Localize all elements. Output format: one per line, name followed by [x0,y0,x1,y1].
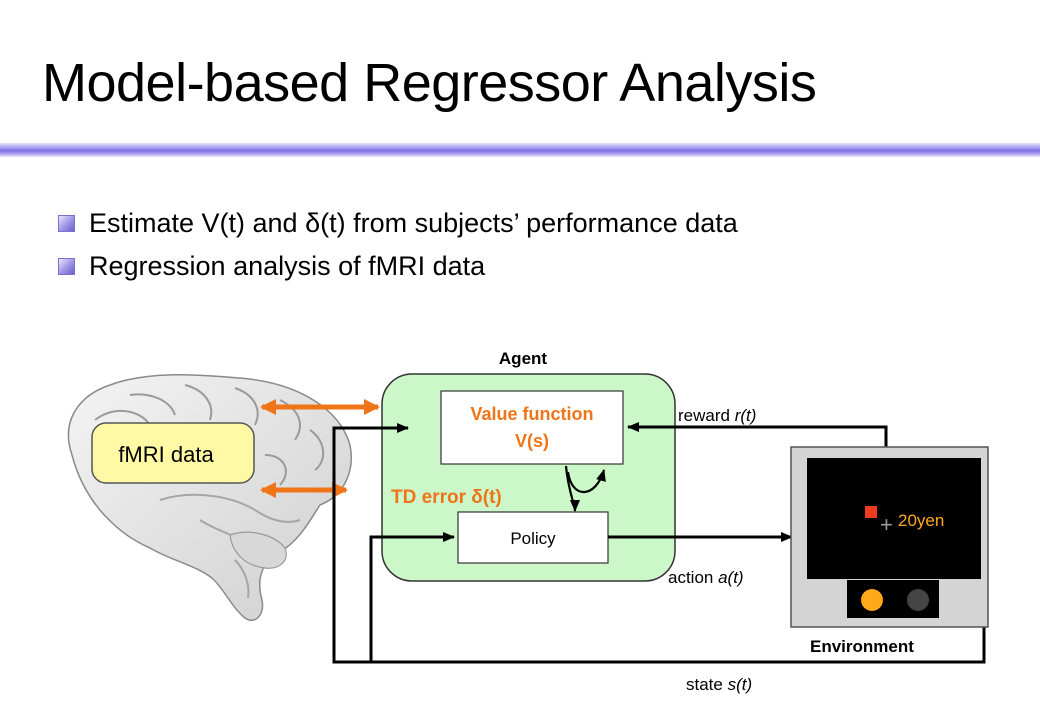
state-label: state s(t) [686,675,752,694]
reward-label: reward r(t) [678,406,756,425]
title-divider [0,143,1040,157]
value-to-policy-arrow [564,465,580,512]
screen-fixation-cross: + [880,512,893,537]
screen-red-square [865,506,877,518]
action-label: action a(t) [668,568,744,587]
screen-reward-text: 20yen [898,511,944,530]
bullet-text: Estimate V(t) and δ(t) from subjects’ pe… [89,207,738,238]
page-title: Model-based Regressor Analysis [42,53,817,113]
value-function-symbol: V(s) [515,431,549,451]
bullet-square-icon [58,214,75,232]
bullet-item: Regression analysis of fMRI data [58,246,485,286]
state-to-policy-arrow [369,532,984,664]
fmri-data-box [91,422,255,484]
state-to-value-arrow [332,423,986,664]
reward-arrow [627,422,888,447]
value-function-box [440,390,624,465]
environment-label: Environment [810,637,914,656]
agent-label: Agent [499,349,548,368]
bullet-text: Regression analysis of fMRI data [89,250,486,281]
response-button-right [907,589,929,611]
value-function-label: Value function [470,404,593,424]
brain-illustration [67,374,352,621]
response-button-left [861,589,883,611]
policy-label: Policy [510,529,556,548]
policy-box [457,511,609,564]
td-error-label: TD error δ(t) [391,487,502,508]
bullet-item: Estimate V(t) and δ(t) from subjects’ pe… [58,203,738,243]
environment-screen [807,458,981,579]
bullet-square-icon [58,257,75,275]
td-feedback-arrow [566,469,606,494]
fmri-data-label: fMRI data [118,442,214,467]
